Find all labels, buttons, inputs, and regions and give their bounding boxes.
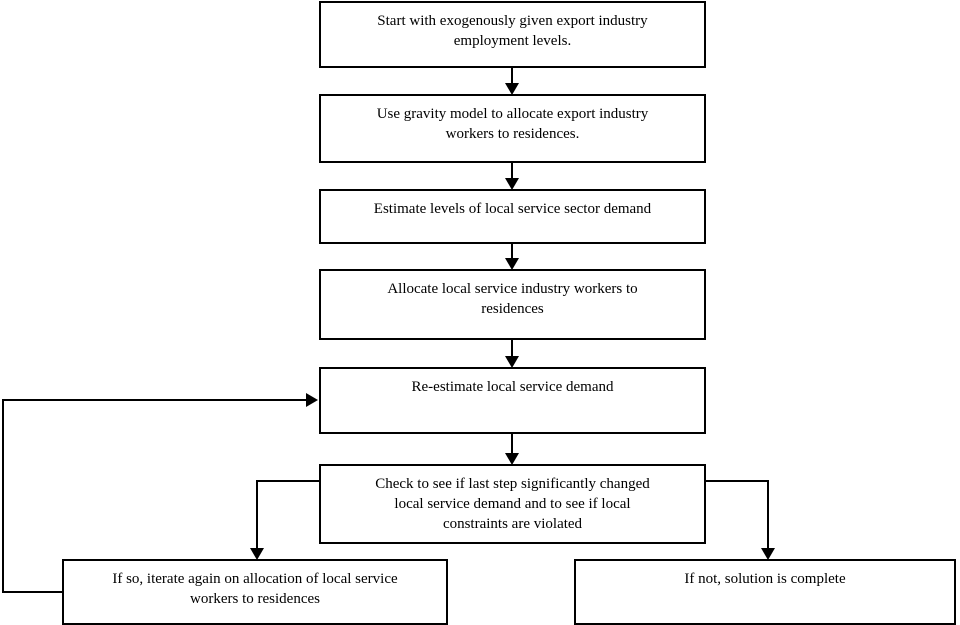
node-check-convergence[interactable]: Check to see if last step significantly … xyxy=(319,464,706,544)
node-re-estimate-local-service-demand-rect[interactable] xyxy=(319,367,706,434)
node-start-export-employment-rect[interactable] xyxy=(319,1,706,68)
edge-check-to-complete-line xyxy=(705,480,769,558)
edge-iterate-feedback-loop xyxy=(2,393,318,593)
node-start-export-employment-label: Start with exogenously given export indu… xyxy=(377,13,648,49)
node-estimate-local-service-demand-label: Estimate levels of local service sector … xyxy=(374,201,652,217)
edge-estimate-to-allocate-arrowhead xyxy=(505,258,519,270)
edge-allocate-to-reestimate-arrowhead xyxy=(505,356,519,368)
edge-estimate-to-allocate xyxy=(505,243,519,270)
node-allocate-local-service-workers-rect[interactable] xyxy=(319,269,706,340)
edge-allocate-to-reestimate xyxy=(505,339,519,368)
node-start-export-employment[interactable]: Start with exogenously given export indu… xyxy=(319,1,706,68)
node-estimate-local-service-demand[interactable]: Estimate levels of local service sector … xyxy=(319,189,706,244)
edge-check-to-iterate xyxy=(250,480,320,560)
node-re-estimate-local-service-demand-label: Re-estimate local service demand xyxy=(412,379,614,395)
edge-reestimate-to-check xyxy=(505,433,519,465)
edge-gravity-to-estimate-arrowhead xyxy=(505,178,519,190)
edge-reestimate-to-check-arrowhead xyxy=(505,453,519,465)
node-estimate-local-service-demand-rect[interactable] xyxy=(319,189,706,244)
node-solution-complete-label: If not, solution is complete xyxy=(684,571,846,587)
node-allocate-local-service-workers[interactable]: Allocate local service industry workers … xyxy=(319,269,706,340)
node-check-convergence-label: Check to see if last step significantly … xyxy=(375,476,650,532)
edge-start-to-gravity-arrowhead xyxy=(505,83,519,95)
edge-check-to-iterate-line xyxy=(256,480,320,558)
node-iterate-again[interactable]: If so, iterate again on allocation of lo… xyxy=(62,559,448,625)
node-gravity-model-allocate-label: Use gravity model to allocate export ind… xyxy=(377,106,649,142)
node-iterate-again-rect[interactable] xyxy=(62,559,448,625)
node-gravity-model-allocate[interactable]: Use gravity model to allocate export ind… xyxy=(319,94,706,163)
edge-gravity-to-estimate xyxy=(505,162,519,190)
edge-iterate-feedback-loop-arrowhead xyxy=(306,393,318,407)
node-iterate-again-label: If so, iterate again on allocation of lo… xyxy=(112,571,398,607)
node-check-convergence-rect[interactable] xyxy=(319,464,706,544)
edge-start-to-gravity xyxy=(505,67,519,95)
node-solution-complete-rect[interactable] xyxy=(574,559,956,625)
nodes-layer: Start with exogenously given export indu… xyxy=(62,1,956,625)
edge-check-to-complete-arrowhead xyxy=(761,548,775,560)
edge-check-to-iterate-arrowhead xyxy=(250,548,264,560)
node-allocate-local-service-workers-label: Allocate local service industry workers … xyxy=(387,281,637,317)
node-solution-complete[interactable]: If not, solution is complete xyxy=(574,559,956,625)
node-re-estimate-local-service-demand[interactable]: Re-estimate local service demand xyxy=(319,367,706,434)
edges-layer xyxy=(2,67,775,593)
edge-check-to-complete xyxy=(705,480,775,560)
edge-iterate-feedback-loop-line xyxy=(2,399,316,593)
node-gravity-model-allocate-rect[interactable] xyxy=(319,94,706,163)
